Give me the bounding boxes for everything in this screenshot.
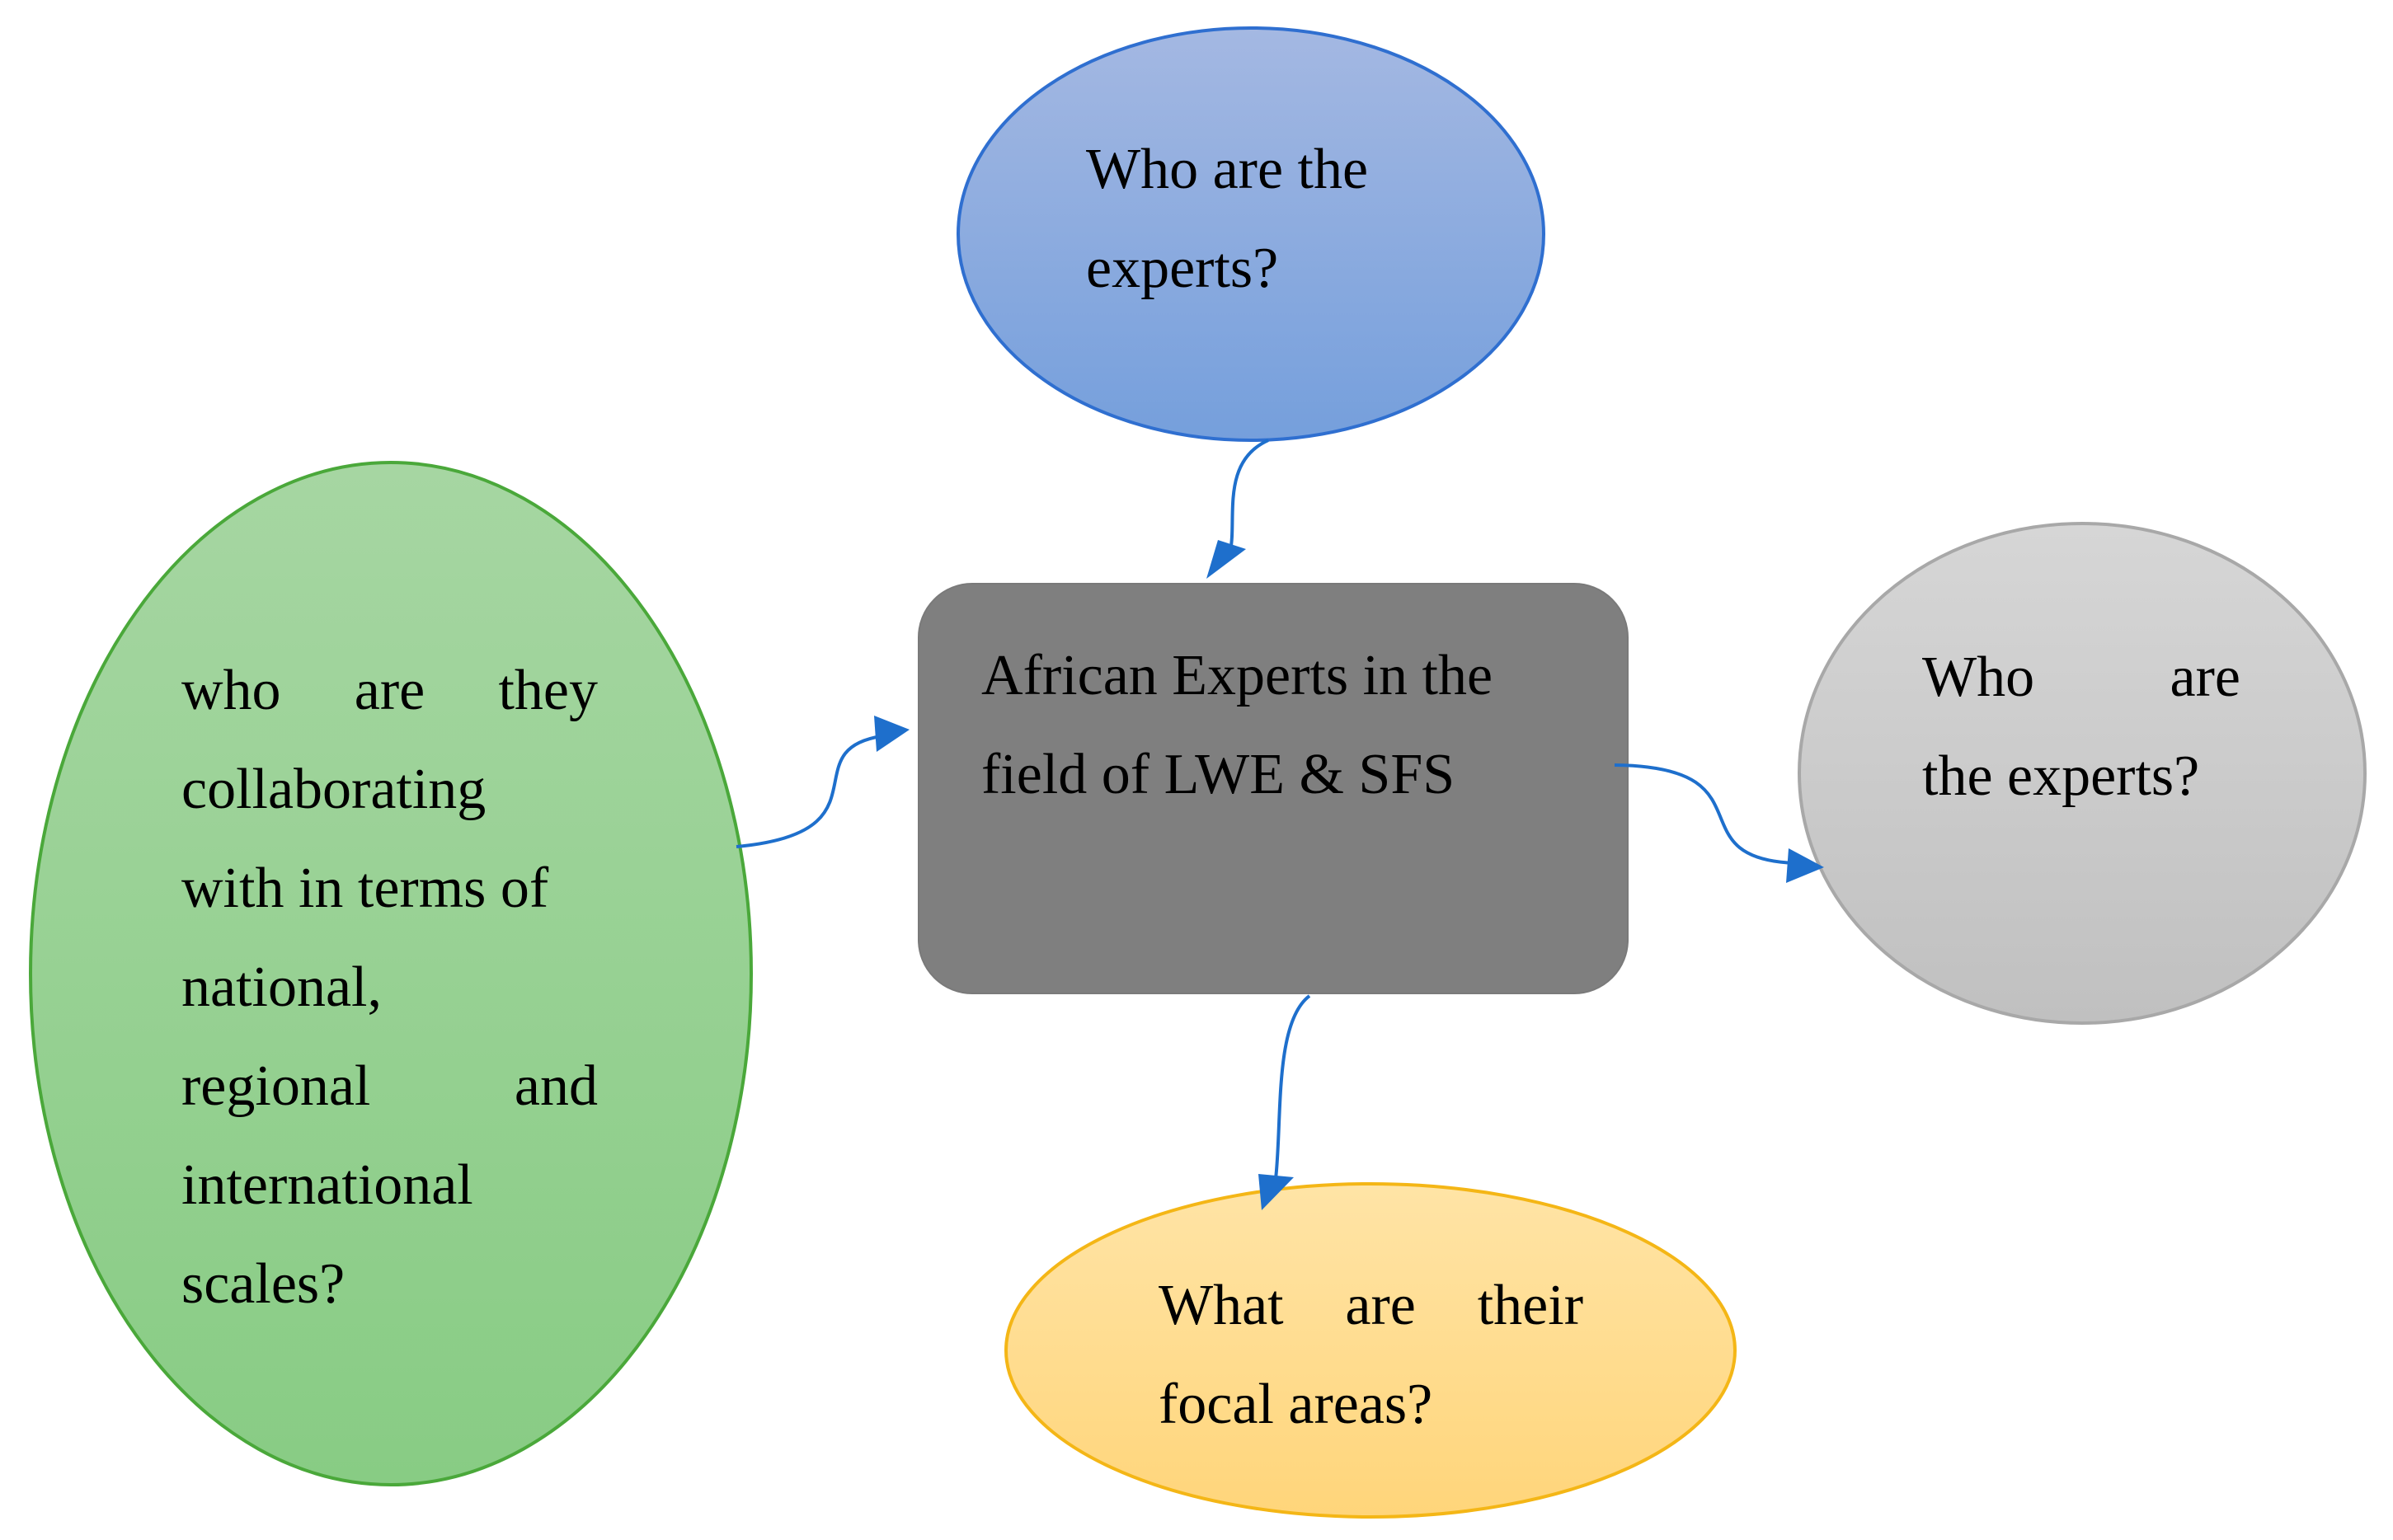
bottom-node-ellipse [1004,1182,1737,1519]
arrowhead-left-to-center [874,716,910,752]
center-node-line: African Experts in the [981,644,1493,707]
right-node-ellipse [1798,522,2367,1025]
top-node-label: Who are the experts? [1086,120,1482,318]
arrowhead-center-to-right [1786,848,1824,883]
left-node-line: regional and [181,1054,598,1118]
left-node-ellipse [29,461,753,1486]
top-node-line: experts? [1086,237,1279,300]
left-node-line: scales? [181,1252,346,1316]
left-node-label: who are they collaborating with in terms… [181,641,598,1334]
connector-center-to-bottom [1274,994,1311,1180]
left-node-line: national, [181,955,382,1019]
center-node-box [918,583,1629,994]
arrowhead-center-to-bottom [1258,1174,1294,1210]
connector-center-to-right [1614,763,1794,865]
top-node-line: Who are the [1086,138,1369,201]
left-node-line: international [181,1153,473,1217]
connector-top-to-center [1229,439,1269,552]
arrowhead-top-to-center [1206,540,1246,579]
center-node-label: African Experts in the field of LWE & SF… [981,627,1575,824]
left-node-line: who are they [181,659,598,722]
center-node-line: field of LWE & SFS [981,743,1455,806]
left-node-line: collaborating [181,758,487,821]
bottom-node-line: focal areas? [1159,1373,1433,1436]
right-node-line: Who are [1922,646,2240,709]
connector-left-to-center [736,735,882,848]
right-node-line: the experts? [1922,744,2200,808]
right-node-label: Who are the experts? [1922,628,2240,826]
left-node-line: with in terms of [181,857,549,920]
top-node-ellipse [957,26,1545,442]
bottom-node-line: What are their [1159,1274,1583,1337]
bottom-node-label: What are their focal areas? [1159,1256,1583,1454]
